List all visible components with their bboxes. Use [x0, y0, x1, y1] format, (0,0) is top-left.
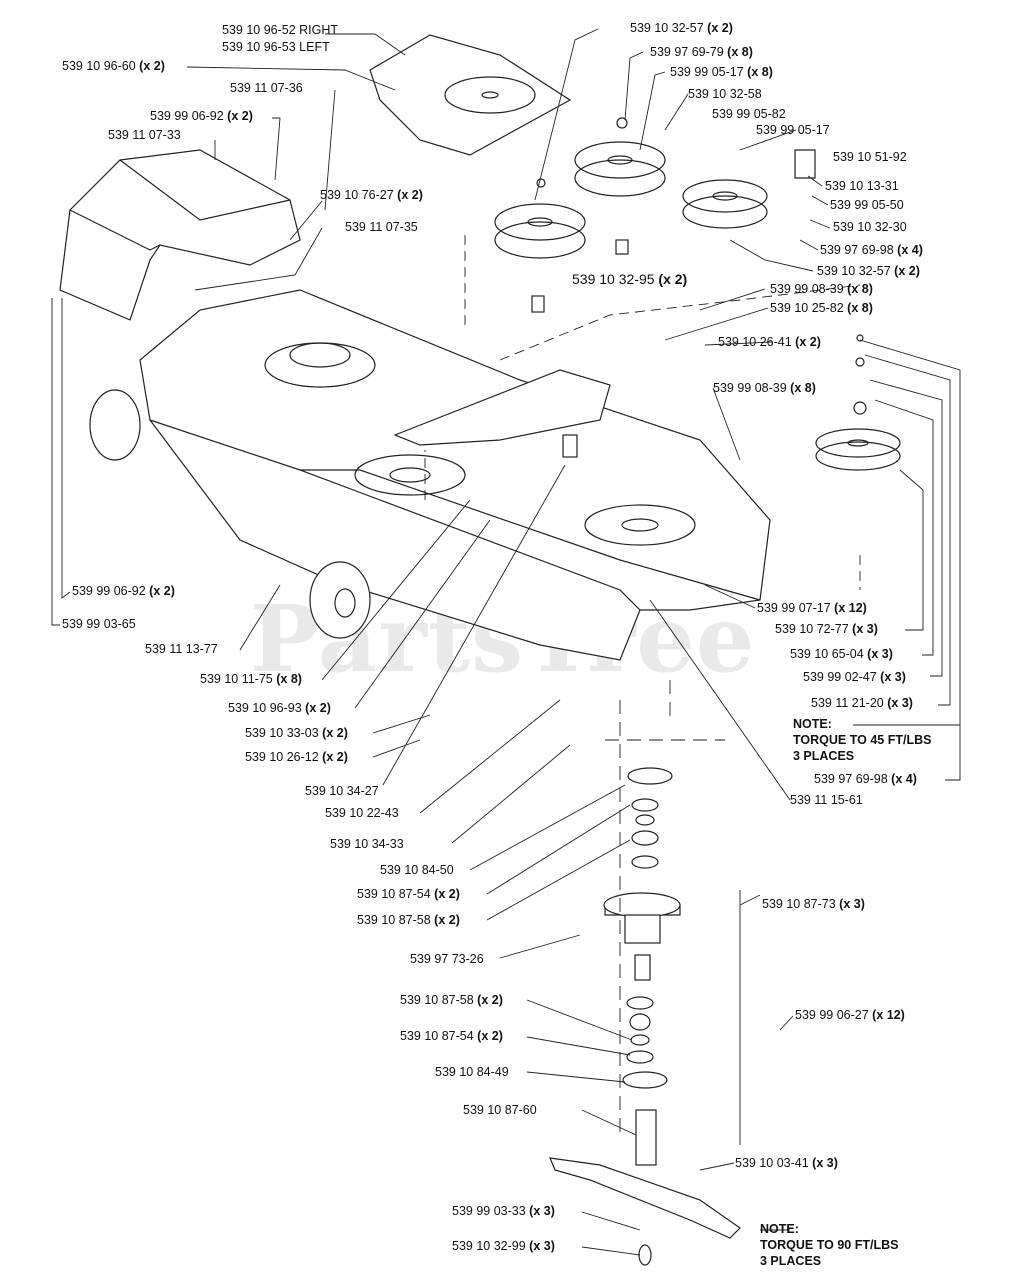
callout-label: 539 99 03-65 — [62, 617, 136, 631]
callout-label: 539 10 87-60 — [463, 1103, 537, 1117]
callout-label: 539 10 11-75 (x 8) — [200, 672, 302, 686]
callout-label: 539 10 26-41 (x 2) — [718, 335, 821, 349]
callout-label: 539 11 21-20 (x 3) — [811, 696, 913, 710]
callout-label: 539 10 87-73 (x 3) — [762, 897, 865, 911]
pulleys — [494, 141, 901, 471]
callout-label: 539 10 96-93 (x 2) — [228, 701, 331, 715]
callout-label: 539 99 06-92 (x 2) — [72, 584, 175, 598]
callout-label: 539 99 07-17 (x 12) — [757, 601, 867, 615]
torque-note-45: NOTE: TORQUE TO 45 FT/LBS 3 PLACES — [793, 717, 932, 763]
callout-label: 539 10 33-03 (x 2) — [245, 726, 348, 740]
callout-label: 539 99 08-39 (x 8) — [770, 282, 873, 296]
callout-label: 539 10 51-92 — [833, 150, 907, 164]
callout-label: 539 99 08-39 (x 8) — [713, 381, 816, 395]
gauge-wheels — [89, 389, 371, 639]
idler-plate — [393, 369, 611, 446]
callout-label: 539 10 84-50 — [380, 863, 454, 877]
callout-label: 539 10 96-60 (x 2) — [62, 59, 165, 73]
callout-label: 539 10 32-57 (x 2) — [817, 264, 920, 278]
callout-label: 539 10 87-54 (x 2) — [400, 1029, 503, 1043]
discharge-chute — [59, 149, 301, 321]
callout-label: 539 99 05-82 — [712, 107, 786, 121]
torque-note-90: NOTE: TORQUE TO 90 FT/LBS 3 PLACES — [760, 1222, 899, 1268]
callout-label: 539 99 02-47 (x 3) — [803, 670, 906, 684]
callout-label: 539 10 32-58 — [688, 87, 762, 101]
callout-label: 539 99 03-33 (x 3) — [452, 1204, 555, 1218]
callout-label: 539 10 76-27 (x 2) — [320, 188, 423, 202]
callout-label: 539 11 07-33 — [108, 128, 181, 142]
callout-label: 539 11 07-36 — [230, 81, 303, 95]
callout-label: 539 10 34-27 — [305, 784, 379, 798]
callout-label: 539 97 69-98 (x 4) — [820, 243, 923, 257]
callout-label: 539 10 87-54 (x 2) — [357, 887, 460, 901]
callout-label: 539 10 87-58 (x 2) — [400, 993, 503, 1007]
callout-label: 539 10 32-57 (x 2) — [630, 21, 733, 35]
callout-label: 539 10 72-77 (x 3) — [775, 622, 878, 636]
callout-label: 539 97 69-98 (x 4) — [814, 772, 917, 786]
callout-label: 539 97 69-79 (x 8) — [650, 45, 753, 59]
deflector-plate — [369, 34, 572, 156]
callout-label: 539 99 05-17 — [756, 123, 830, 137]
hardware-bits — [531, 117, 867, 458]
callout-label: 539 10 84-49 — [435, 1065, 509, 1079]
blade-bolt — [638, 1244, 652, 1266]
callout-label: 539 10 32-99 (x 3) — [452, 1239, 555, 1253]
callout-label: 539 10 32-30 — [833, 220, 907, 234]
callout-label: 539 10 34-33 — [330, 837, 404, 851]
callout-label: 539 10 87-58 (x 2) — [357, 913, 460, 927]
callout-label: 539 99 05-17 (x 8) — [670, 65, 773, 79]
callout-label: 539 11 15-61 — [790, 793, 863, 807]
callout-label: 539 10 96-52 RIGHT — [222, 23, 339, 37]
mower-deck — [139, 289, 771, 661]
callout-label: 539 10 26-12 (x 2) — [245, 750, 348, 764]
callout-label: 539 99 06-92 (x 2) — [150, 109, 253, 123]
spindle-assembly — [603, 767, 681, 1166]
callout-label: 539 11 07-35 — [345, 220, 418, 234]
callout-label: 539 99 05-50 — [830, 198, 904, 212]
callout-label: 539 10 96-53 LEFT — [222, 40, 330, 54]
callout-label: 539 11 13-77 — [145, 642, 218, 656]
callout-label: 539 10 03-41 (x 3) — [735, 1156, 838, 1170]
callout-label: 539 10 32-95 (x 2) — [572, 271, 688, 287]
leader-lines — [51, 28, 961, 1256]
callout-label: 539 10 25-82 (x 8) — [770, 301, 873, 315]
callout-label: 539 97 73-26 — [410, 952, 484, 966]
callout-label: 539 10 22-43 — [325, 806, 399, 820]
callout-label: 539 10 65-04 (x 3) — [790, 647, 893, 661]
mower-blade — [549, 1157, 741, 1239]
callout-label: 539 10 13-31 — [825, 179, 899, 193]
callout-label: 539 99 06-27 (x 12) — [795, 1008, 905, 1022]
